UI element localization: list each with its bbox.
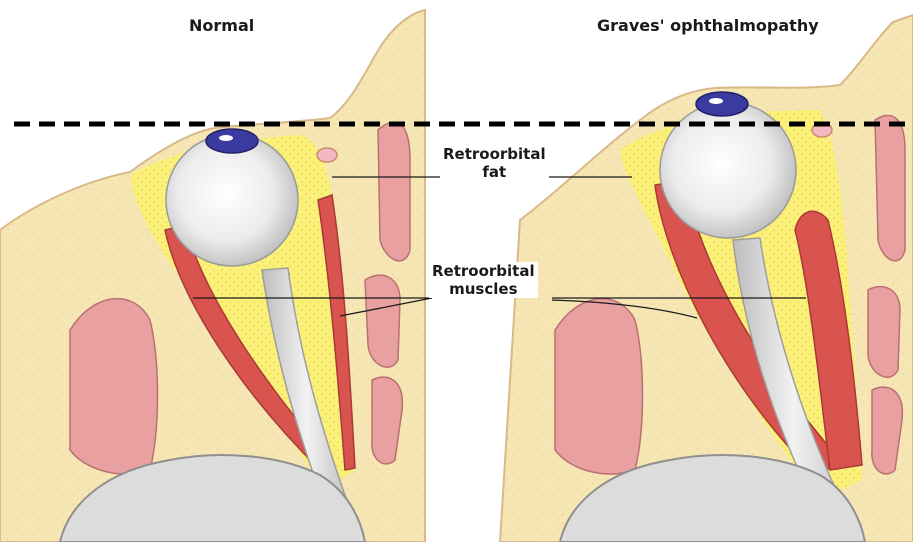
retroorbital-fat-label: Retroorbital fat (440, 145, 549, 181)
normal-temporalis-muscle (70, 299, 158, 474)
normal-eye-globe (166, 134, 298, 266)
muscle-label-line2: muscles (432, 280, 535, 298)
graves-temporalis-muscle (555, 299, 643, 474)
graves-iris (696, 92, 748, 116)
fat-label-line2: fat (443, 163, 546, 181)
fat-label-line1: Retroorbital (443, 145, 546, 163)
normal-iris-highlight (219, 135, 233, 141)
normal-iris (206, 129, 258, 153)
normal-panel-title: Normal (189, 16, 254, 35)
graves-orbit-panel (500, 15, 913, 542)
normal-lacrimal-dot (317, 148, 337, 162)
normal-orbit-panel (0, 10, 425, 542)
graves-panel-title: Graves' ophthalmopathy (597, 16, 819, 35)
muscle-label-line1: Retroorbital (432, 262, 535, 280)
graves-iris-highlight (709, 98, 723, 104)
retroorbital-muscles-label: Retroorbital muscles (429, 262, 538, 298)
